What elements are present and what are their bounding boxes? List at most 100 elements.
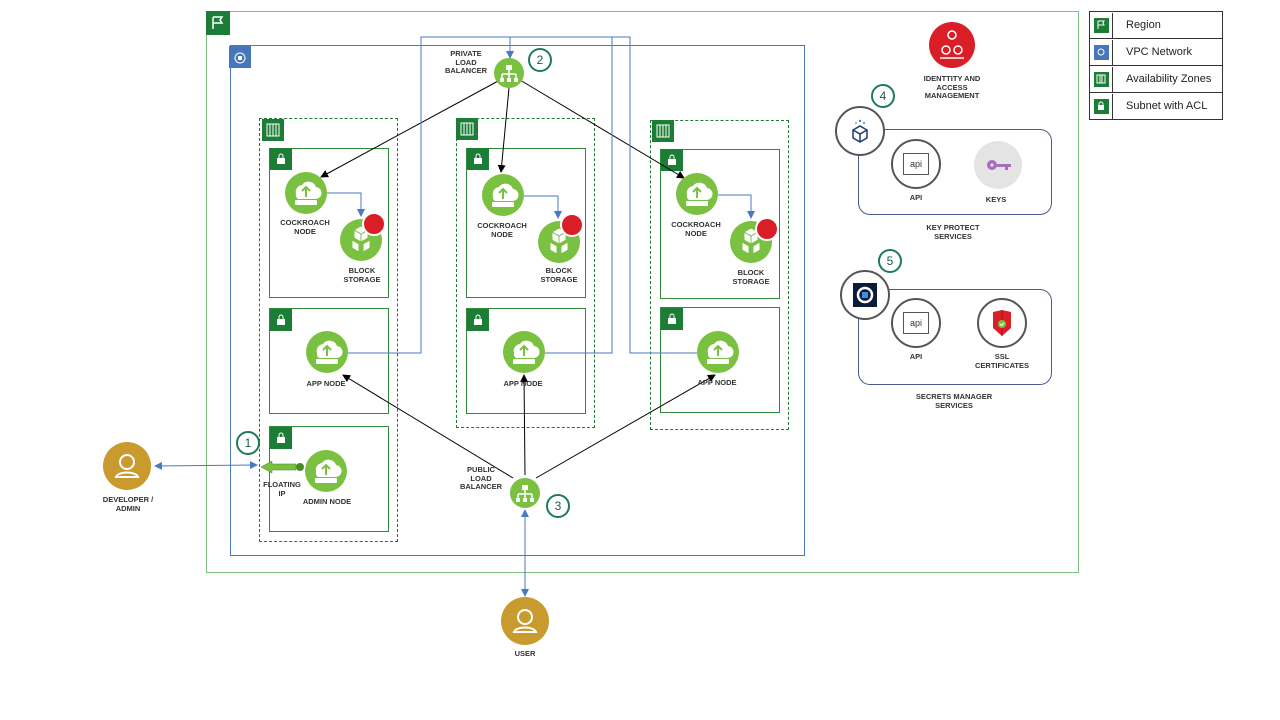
edge-crdb-block-1 xyxy=(327,192,365,217)
lock-icon xyxy=(270,309,292,331)
lock-icon xyxy=(661,308,683,330)
lock-icon xyxy=(1090,93,1113,119)
key-protect-icon xyxy=(835,106,885,156)
block-storage-label: BLOCK STORAGE xyxy=(343,266,381,284)
edge-app3-plb xyxy=(510,36,697,354)
floating-ip-dot xyxy=(296,463,304,471)
public-lb-line-3: BALANCER xyxy=(459,482,503,491)
legend-row-az: Availability Zones xyxy=(1090,66,1222,93)
developer-label: DEVELOPER / ADMIN xyxy=(102,495,154,513)
cockroach-node-label: COCKROACH NODE xyxy=(280,218,330,236)
step-5-badge: 5 xyxy=(878,249,902,273)
keys-icon xyxy=(974,141,1022,189)
building-icon xyxy=(456,118,478,140)
secrets-manager-box xyxy=(858,289,1052,385)
edge-pub-app-1 xyxy=(342,374,514,479)
user-avatar-icon xyxy=(501,597,549,645)
admin-node-label: ADMIN NODE xyxy=(302,497,352,506)
building-icon xyxy=(652,120,674,142)
legend-row-vpc: VPC Network xyxy=(1090,39,1222,66)
edge-crdb-block-2 xyxy=(524,195,562,219)
admin-node-icon xyxy=(305,450,347,492)
private-lb-line-2: LOAD xyxy=(455,57,477,67)
step-4-badge: 4 xyxy=(871,84,895,108)
vpc-boundary xyxy=(230,45,805,556)
developer-avatar-icon xyxy=(103,442,151,490)
iam-label: IDENTTITY AND ACCESS MANAGEMENT xyxy=(923,74,981,100)
cockroach-node-label: COCKROACH NODE xyxy=(477,221,527,239)
sm-api-glyph: api xyxy=(903,312,929,334)
kp-api-icon: api xyxy=(891,139,941,189)
edge-plb-cockroach-2 xyxy=(497,87,510,173)
iam-icon xyxy=(929,22,975,68)
kp-api-label: API xyxy=(909,193,923,202)
floating-ip-label: FLOATING IP xyxy=(263,480,301,498)
sm-api-icon: api xyxy=(891,298,941,348)
kp-api-glyph: api xyxy=(903,153,929,175)
app-node-label: APP NODE xyxy=(306,379,346,388)
private-lb-line-1: PRIVATE xyxy=(450,49,482,58)
private-load-balancer-icon xyxy=(494,58,524,88)
secrets-manager-icon xyxy=(840,270,890,320)
key-protect-box xyxy=(858,129,1052,215)
flag-icon xyxy=(1090,12,1113,38)
user-label: USER xyxy=(514,649,536,658)
sm-api-label: API xyxy=(909,352,923,361)
cockroach-node-icon xyxy=(676,173,718,215)
step-3-badge: 3 xyxy=(546,494,570,518)
block-storage-label: BLOCK STORAGE xyxy=(732,268,770,286)
floating-ip-arrow xyxy=(260,460,297,474)
edge-app2-plb xyxy=(510,36,613,354)
legend: Region VPC Network Availability Zones Su… xyxy=(1089,11,1223,120)
cockroach-node-icon xyxy=(482,174,524,216)
cockroach-node-label: COCKROACH NODE xyxy=(671,220,721,238)
vpc-icon xyxy=(1090,39,1113,65)
legend-row-region: Region xyxy=(1090,12,1222,39)
edge-pub-app-2 xyxy=(520,374,529,476)
public-lb-line-2: LOAD xyxy=(470,473,492,483)
edge-plb-cockroach-3 xyxy=(519,79,685,179)
public-load-balancer-icon xyxy=(510,478,540,508)
public-lb-line-1: PUBLIC xyxy=(467,465,495,474)
availability-zone-1 xyxy=(259,118,398,542)
app-node-icon xyxy=(697,331,739,373)
step-2-badge: 2 xyxy=(528,48,552,72)
private-lb-line-3: BALANCER xyxy=(444,66,488,75)
availability-zone-3 xyxy=(650,120,789,430)
lock-icon xyxy=(270,148,292,170)
step-1-badge: 1 xyxy=(236,431,260,455)
lock-icon xyxy=(661,149,683,171)
lock-icon xyxy=(270,427,292,449)
vpc-icon xyxy=(229,46,251,68)
legend-label: VPC Network xyxy=(1126,46,1193,58)
encryption-shield-icon xyxy=(362,212,386,236)
edge-plb-cockroach-1 xyxy=(320,79,501,178)
secrets-manager-service-label: SECRETS MANAGER SERVICES xyxy=(915,392,993,410)
edge-app1-plb xyxy=(347,36,514,354)
app-node-label: APP NODE xyxy=(697,378,737,387)
edge-dev-floatingip xyxy=(154,461,258,470)
encryption-shield-icon xyxy=(755,217,779,241)
availability-zone-2 xyxy=(456,118,595,428)
lock-icon xyxy=(467,148,489,170)
legend-label: Subnet with ACL xyxy=(1126,100,1208,112)
legend-label: Region xyxy=(1126,19,1161,31)
building-icon xyxy=(262,119,284,141)
private-lb-label: PRIVATE LOAD BALANCER xyxy=(436,49,496,76)
region-flag-icon xyxy=(206,11,230,35)
legend-row-subnet: Subnet with ACL xyxy=(1090,93,1222,119)
app-node-icon xyxy=(503,331,545,373)
encryption-shield-icon xyxy=(560,213,584,237)
app-node-label: APP NODE xyxy=(503,379,543,388)
lock-icon xyxy=(467,309,489,331)
keys-label: KEYS xyxy=(985,195,1007,204)
building-icon xyxy=(1090,66,1113,92)
key-protect-service-label: KEY PROTECT SERVICES xyxy=(926,223,980,241)
ssl-certificates-icon xyxy=(977,298,1027,348)
region-boundary xyxy=(206,11,1079,573)
legend-label: Availability Zones xyxy=(1126,73,1212,85)
cockroach-node-icon xyxy=(285,172,327,214)
edge-pub-app-3 xyxy=(535,374,716,479)
ssl-certificates-label: SSL CERTIFICATES xyxy=(974,352,1030,370)
